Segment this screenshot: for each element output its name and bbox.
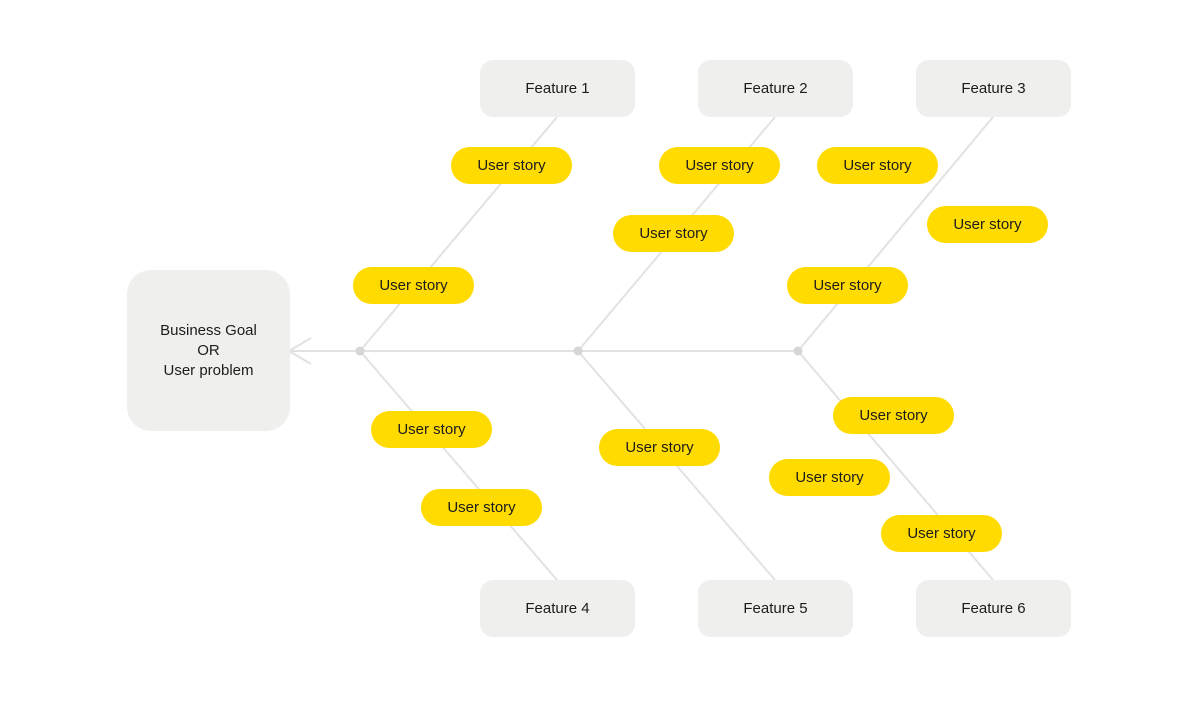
user-story-label: User story: [477, 157, 546, 174]
junction-dot-1: [355, 346, 365, 356]
user-story-node[interactable]: User story: [927, 206, 1048, 243]
feature-node-1[interactable]: Feature 1: [480, 60, 635, 117]
feature-node-5[interactable]: Feature 5: [698, 580, 853, 637]
root-node-label-line-3: User problem: [163, 361, 254, 379]
user-story-node[interactable]: User story: [353, 267, 474, 304]
user-story-node[interactable]: User story: [787, 267, 908, 304]
feature-node-label: Feature 5: [743, 600, 808, 617]
user-story-label: User story: [907, 525, 976, 542]
branch-line-feature-4: [359, 350, 558, 581]
user-story-label: User story: [685, 157, 754, 174]
junction-dot-3: [793, 346, 803, 356]
feature-node-6[interactable]: Feature 6: [916, 580, 1071, 637]
user-story-node[interactable]: User story: [769, 459, 890, 496]
user-story-label: User story: [379, 277, 448, 294]
junction-dot-2: [573, 346, 583, 356]
user-story-node[interactable]: User story: [881, 515, 1002, 552]
feature-node-2[interactable]: Feature 2: [698, 60, 853, 117]
feature-node-label: Feature 1: [525, 80, 590, 97]
user-story-node[interactable]: User story: [599, 429, 720, 466]
user-story-label: User story: [795, 469, 864, 486]
user-story-label: User story: [639, 225, 708, 242]
user-story-label: User story: [843, 157, 912, 174]
user-story-label: User story: [397, 421, 466, 438]
feature-node-3[interactable]: Feature 3: [916, 60, 1071, 117]
user-story-node[interactable]: User story: [421, 489, 542, 526]
user-story-node[interactable]: User story: [371, 411, 492, 448]
user-story-node[interactable]: User story: [817, 147, 938, 184]
user-story-node[interactable]: User story: [659, 147, 780, 184]
feature-node-label: Feature 4: [525, 600, 590, 617]
user-story-label: User story: [813, 277, 882, 294]
root-node-label-line-1: Business Goal: [160, 321, 257, 339]
feature-node-4[interactable]: Feature 4: [480, 580, 635, 637]
user-story-node[interactable]: User story: [451, 147, 572, 184]
root-node-label-line-2: OR: [197, 341, 220, 359]
user-story-node[interactable]: User story: [613, 215, 734, 252]
user-story-node[interactable]: User story: [833, 397, 954, 434]
feature-node-label: Feature 3: [961, 80, 1026, 97]
feature-node-label: Feature 2: [743, 80, 808, 97]
user-story-label: User story: [447, 499, 516, 516]
root-node[interactable]: Business Goal OR User problem: [127, 270, 290, 431]
user-story-label: User story: [953, 216, 1022, 233]
branch-line-feature-3: [797, 116, 994, 352]
feature-node-label: Feature 6: [961, 600, 1026, 617]
user-story-label: User story: [625, 439, 694, 456]
user-story-label: User story: [859, 407, 928, 424]
